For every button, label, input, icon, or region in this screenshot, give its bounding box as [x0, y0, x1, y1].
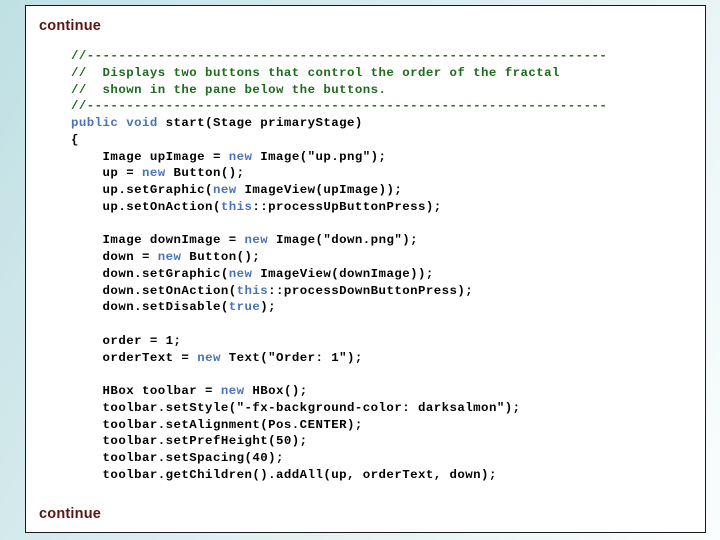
code-indent [71, 434, 103, 448]
code-token-plain: ::processDownButtonPress); [268, 283, 474, 298]
code-token-plain: toolbar.setStyle("-fx-background-color: … [102, 400, 521, 415]
code-token-plain: up.setGraphic( [102, 183, 213, 197]
code-line: down.setOnAction(this::processDownButton… [71, 283, 701, 300]
code-listing: //--------------------------------------… [71, 48, 701, 484]
code-indent [71, 250, 103, 264]
code-token-plain: orderText = [102, 350, 198, 365]
code-token-plain: Button(); [181, 250, 261, 264]
code-token-plain: Button(); [165, 166, 245, 181]
code-line: up.setOnAction(this::processUpButtonPres… [71, 199, 701, 216]
code-line [71, 366, 701, 383]
code-indent [71, 468, 103, 482]
code-token-plain: toolbar.setPrefHeight(50); [102, 434, 308, 449]
code-token-plain: toolbar.getChildren().addAll(up, orderTe… [102, 467, 497, 482]
code-token-keyword: public void [71, 116, 158, 130]
code-line: // shown in the pane below the buttons. [71, 82, 701, 99]
code-content-card: continue //-----------------------------… [25, 5, 706, 533]
continue-label-top: continue [39, 18, 102, 34]
code-line: toolbar.setAlignment(Pos.CENTER); [71, 417, 701, 434]
code-token-keyword: new [220, 384, 245, 398]
code-indent [71, 200, 103, 214]
code-token-comment: // shown in the pane below the buttons. [71, 82, 387, 97]
code-token-keyword: new [244, 233, 269, 248]
code-line: HBox toolbar = new HBox(); [71, 383, 701, 400]
code-indent [71, 300, 103, 314]
code-line: down.setDisable(true); [71, 299, 701, 316]
code-token-plain: down.setGraphic( [102, 266, 229, 281]
code-line: up = new Button(); [71, 165, 701, 182]
code-line: order = 1; [71, 333, 701, 350]
code-token-plain: start(Stage primaryStage) [157, 116, 363, 130]
code-line: toolbar.setPrefHeight(50); [71, 433, 701, 450]
code-line: Image upImage = new Image("up.png"); [71, 149, 701, 166]
code-token-plain: up = [102, 166, 142, 181]
code-token-plain: { [71, 132, 79, 147]
code-token-plain: down = [102, 250, 158, 264]
code-token-keyword: new [212, 183, 237, 197]
code-line [71, 316, 701, 333]
code-line: toolbar.setStyle("-fx-background-color: … [71, 400, 701, 417]
code-line: Image downImage = new Image("down.png"); [71, 232, 701, 249]
code-indent [71, 284, 103, 298]
code-token-plain: ImageView(downImage)); [252, 266, 434, 281]
code-token-plain: Image downImage = [102, 233, 245, 248]
code-line: //--------------------------------------… [71, 48, 701, 65]
code-line: { [71, 132, 701, 149]
code-token-comment: // Displays two buttons that control the… [71, 65, 560, 80]
code-token-plain: HBox toolbar = [102, 384, 221, 398]
code-line: down = new Button(); [71, 249, 701, 266]
code-line: toolbar.getChildren().addAll(up, orderTe… [71, 467, 701, 484]
code-indent [71, 334, 103, 348]
code-indent [71, 267, 103, 281]
code-token-plain: HBox(); [244, 384, 308, 398]
code-line [71, 216, 701, 233]
code-token-plain: Image("down.png"); [268, 233, 418, 248]
code-line: // Displays two buttons that control the… [71, 65, 701, 82]
code-indent [71, 166, 103, 180]
code-indent [71, 150, 103, 164]
code-token-plain: down.setOnAction( [102, 283, 237, 298]
code-token-keyword: new [157, 250, 182, 264]
code-token-plain: toolbar.setAlignment(Pos.CENTER); [102, 417, 363, 432]
code-token-plain: ImageView(upImage)); [236, 183, 403, 197]
code-token-plain: Text("Order: 1"); [220, 350, 363, 365]
code-token-plain: ::processUpButtonPress); [252, 199, 442, 214]
code-indent [71, 183, 103, 197]
code-token-plain: down.setDisable( [102, 300, 229, 315]
code-token-keyword: new [228, 149, 253, 164]
code-token-keyword: new [141, 166, 166, 181]
code-indent [71, 351, 103, 365]
code-line: toolbar.setSpacing(40); [71, 450, 701, 467]
code-indent [71, 418, 103, 432]
code-line: up.setGraphic(new ImageView(upImage)); [71, 182, 701, 199]
code-indent [71, 233, 103, 247]
code-token-keyword: this [236, 283, 269, 298]
code-token-plain: order = 1; [102, 333, 182, 348]
code-line: orderText = new Text("Order: 1"); [71, 350, 701, 367]
code-line: //--------------------------------------… [71, 98, 701, 115]
code-token-plain: toolbar.setSpacing(40); [102, 451, 284, 465]
code-token-comment: //--------------------------------------… [71, 99, 608, 114]
code-token-plain: Image upImage = [102, 149, 229, 164]
code-indent [71, 384, 103, 398]
code-indent [71, 401, 103, 415]
code-token-plain: up.setOnAction( [102, 199, 221, 214]
code-token-plain: ); [260, 300, 277, 315]
continue-label-bottom: continue [39, 506, 102, 522]
code-token-keyword: true [228, 300, 261, 315]
code-line: public void start(Stage primaryStage) [71, 115, 701, 132]
code-token-keyword: new [197, 350, 221, 365]
code-token-keyword: this [220, 199, 253, 214]
code-line: down.setGraphic(new ImageView(downImage)… [71, 266, 701, 283]
code-indent [71, 451, 103, 465]
code-token-keyword: new [228, 266, 253, 281]
code-token-plain: Image("up.png"); [252, 149, 387, 164]
code-token-comment: //--------------------------------------… [71, 49, 608, 63]
